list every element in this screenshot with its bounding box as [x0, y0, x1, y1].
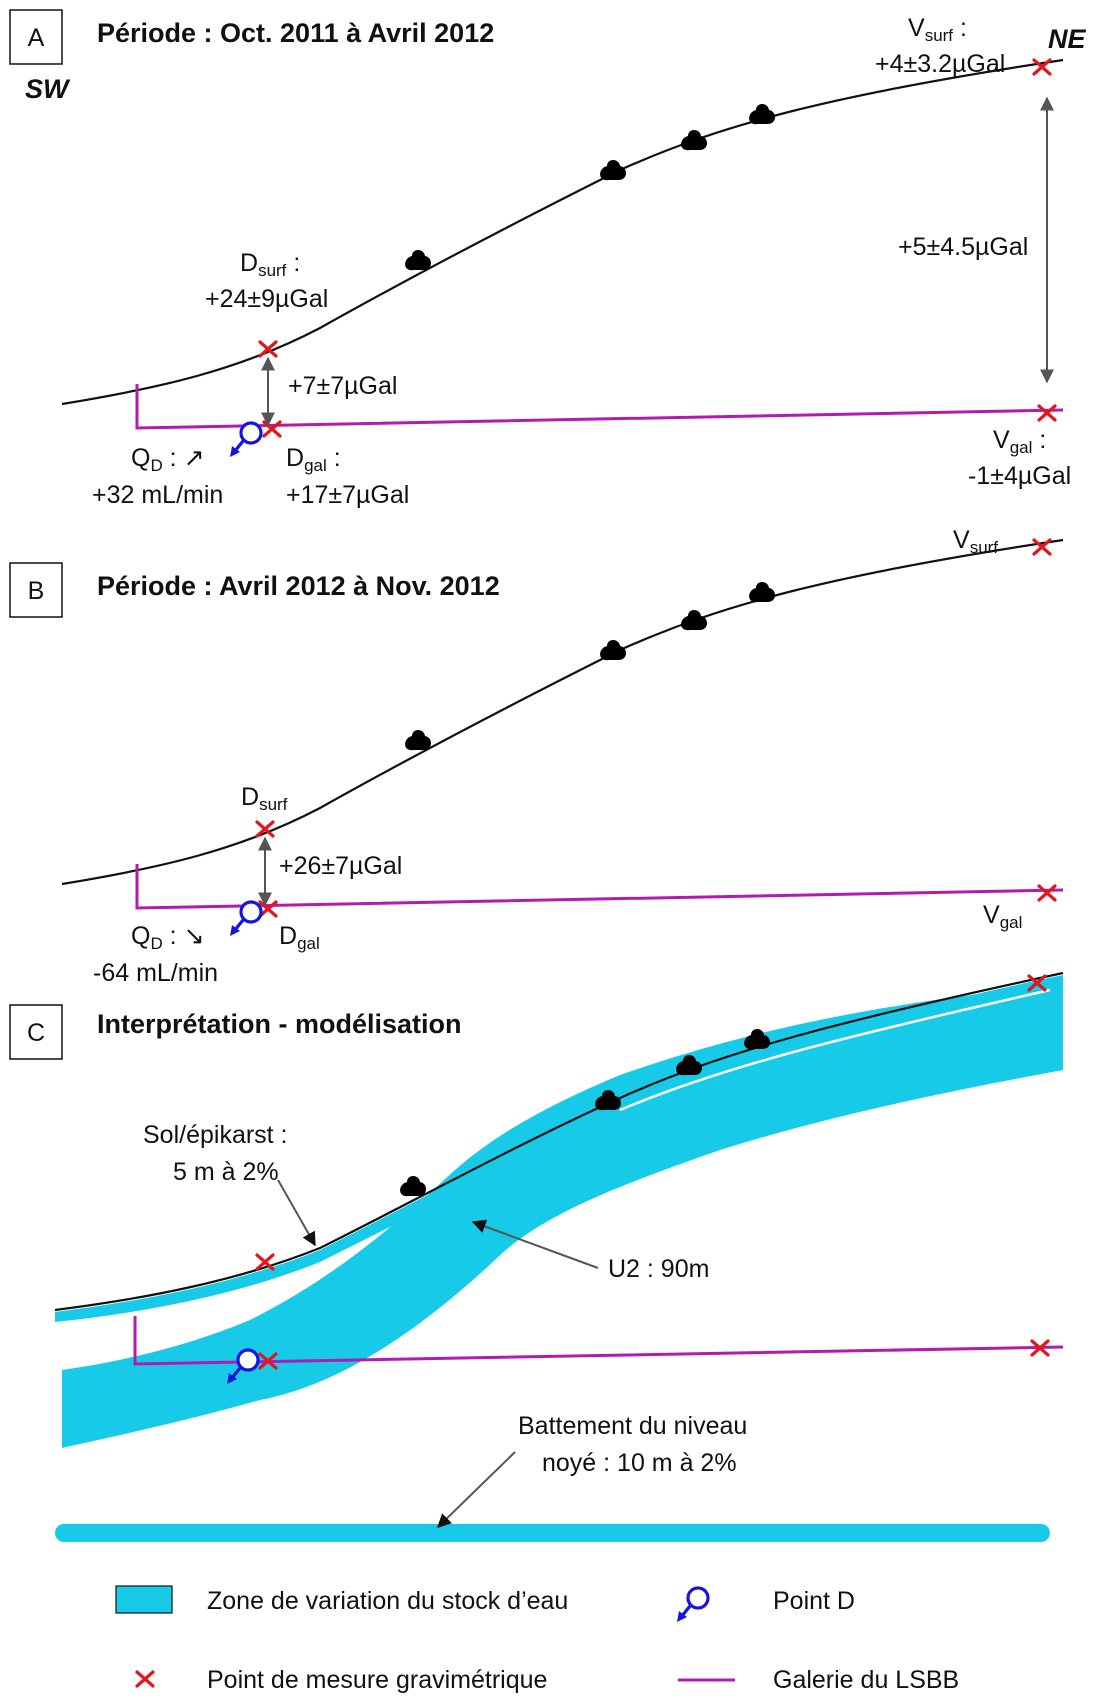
water-zone-saturated — [55, 1524, 1050, 1542]
battement-label: Battement du niveau — [518, 1412, 747, 1440]
vgal-label-b: Vgal — [983, 901, 1022, 932]
battement-value: noyé : 10 m à 2% — [542, 1449, 737, 1477]
legend: Zone de variation du stock d’eau Point D… — [115, 1585, 959, 1694]
measure-point-icon — [1037, 884, 1057, 902]
dgal-value: +17±7µGal — [286, 481, 409, 509]
vsurf-value: +4±3.2µGal — [875, 50, 1005, 78]
qd-value: +32 mL/min — [92, 481, 223, 509]
legend-pointd-label: Point D — [773, 1587, 855, 1615]
dsurf-label: Dsurf : — [240, 249, 300, 280]
panel-c-title: Interprétation - modélisation — [97, 1009, 462, 1039]
point-d-icon — [230, 900, 263, 936]
panel-c-label: C — [9, 1004, 63, 1060]
point-d-icon — [677, 1586, 710, 1622]
gallery-a — [135, 384, 1064, 430]
ground-profile-b — [61, 538, 1064, 886]
panel-b-label: B — [9, 562, 63, 618]
vgal-value: -1±4µGal — [968, 462, 1071, 490]
tree-icon — [749, 582, 776, 614]
legend-measure-label: Point de mesure gravimétrique — [207, 1666, 547, 1694]
soil-value: 5 m à 2% — [173, 1158, 279, 1186]
d-diff-value: +7±7µGal — [288, 372, 397, 400]
dsurf-label-b: Dsurf — [241, 783, 288, 814]
d-diff-value-b: +26±7µGal — [279, 852, 402, 880]
tree-icon — [681, 610, 708, 642]
tree-icon — [405, 730, 432, 762]
panel-a: A Période : Oct. 2011 à Avril 2012 SW NE… — [9, 9, 1086, 509]
measure-point-icon — [135, 1670, 155, 1688]
ground-profile-c — [54, 971, 1064, 1312]
dsurf-value: +24±9µGal — [205, 285, 328, 313]
tree-icon — [405, 250, 432, 282]
sw-label: SW — [25, 74, 71, 104]
dgal-label-b: Dgal — [279, 922, 320, 953]
legend-water-swatch — [115, 1585, 173, 1614]
panel-a-letter: A — [28, 24, 45, 52]
tree-icon — [600, 640, 627, 672]
panel-c: C Interprétation - modélisation Sol/épik… — [9, 971, 1064, 1542]
measure-point-icon — [1037, 404, 1057, 422]
qd-label: QD : ↗ — [131, 444, 205, 475]
point-d-icon — [227, 1348, 260, 1384]
water-zone-u2 — [62, 985, 1063, 1448]
vsurf-label: Vsurf : — [908, 14, 967, 45]
soil-label: Sol/épikarst : — [143, 1121, 288, 1149]
gallery-b — [135, 864, 1064, 910]
soil-arrow — [277, 1179, 316, 1247]
vgal-label: Vgal : — [993, 426, 1046, 457]
panel-a-label: A — [9, 9, 63, 65]
ne-label: NE — [1048, 24, 1086, 54]
u2-label: U2 : 90m — [608, 1255, 709, 1283]
panel-b-title: Période : Avril 2012 à Nov. 2012 — [97, 571, 500, 601]
ground-profile-a — [61, 58, 1064, 406]
dgal-label: Dgal : — [286, 444, 341, 475]
qd-value-b: -64 mL/min — [93, 959, 218, 987]
v-diff-value: +5±4.5µGal — [898, 233, 1028, 261]
vsurf-label-b: Vsurf — [953, 526, 998, 557]
battement-arrow — [436, 1451, 516, 1528]
panel-b: B Période : Avril 2012 à Nov. 2012 Vsurf… — [9, 526, 1064, 987]
point-d-icon — [230, 421, 263, 457]
qd-label-b: QD : ↘ — [131, 922, 205, 953]
panel-c-letter: C — [27, 1019, 45, 1047]
legend-gallery-label: Galerie du LSBB — [773, 1666, 959, 1694]
u2-arrow — [471, 1219, 599, 1269]
tree-icon — [749, 104, 776, 136]
water-zone-divider — [619, 988, 1051, 1112]
tree-icon — [600, 160, 627, 192]
panel-a-title: Période : Oct. 2011 à Avril 2012 — [97, 18, 494, 48]
panel-b-letter: B — [28, 577, 45, 605]
gallery-c — [133, 1316, 1064, 1366]
legend-water-label: Zone de variation du stock d’eau — [207, 1587, 568, 1615]
tree-icon — [681, 130, 708, 162]
